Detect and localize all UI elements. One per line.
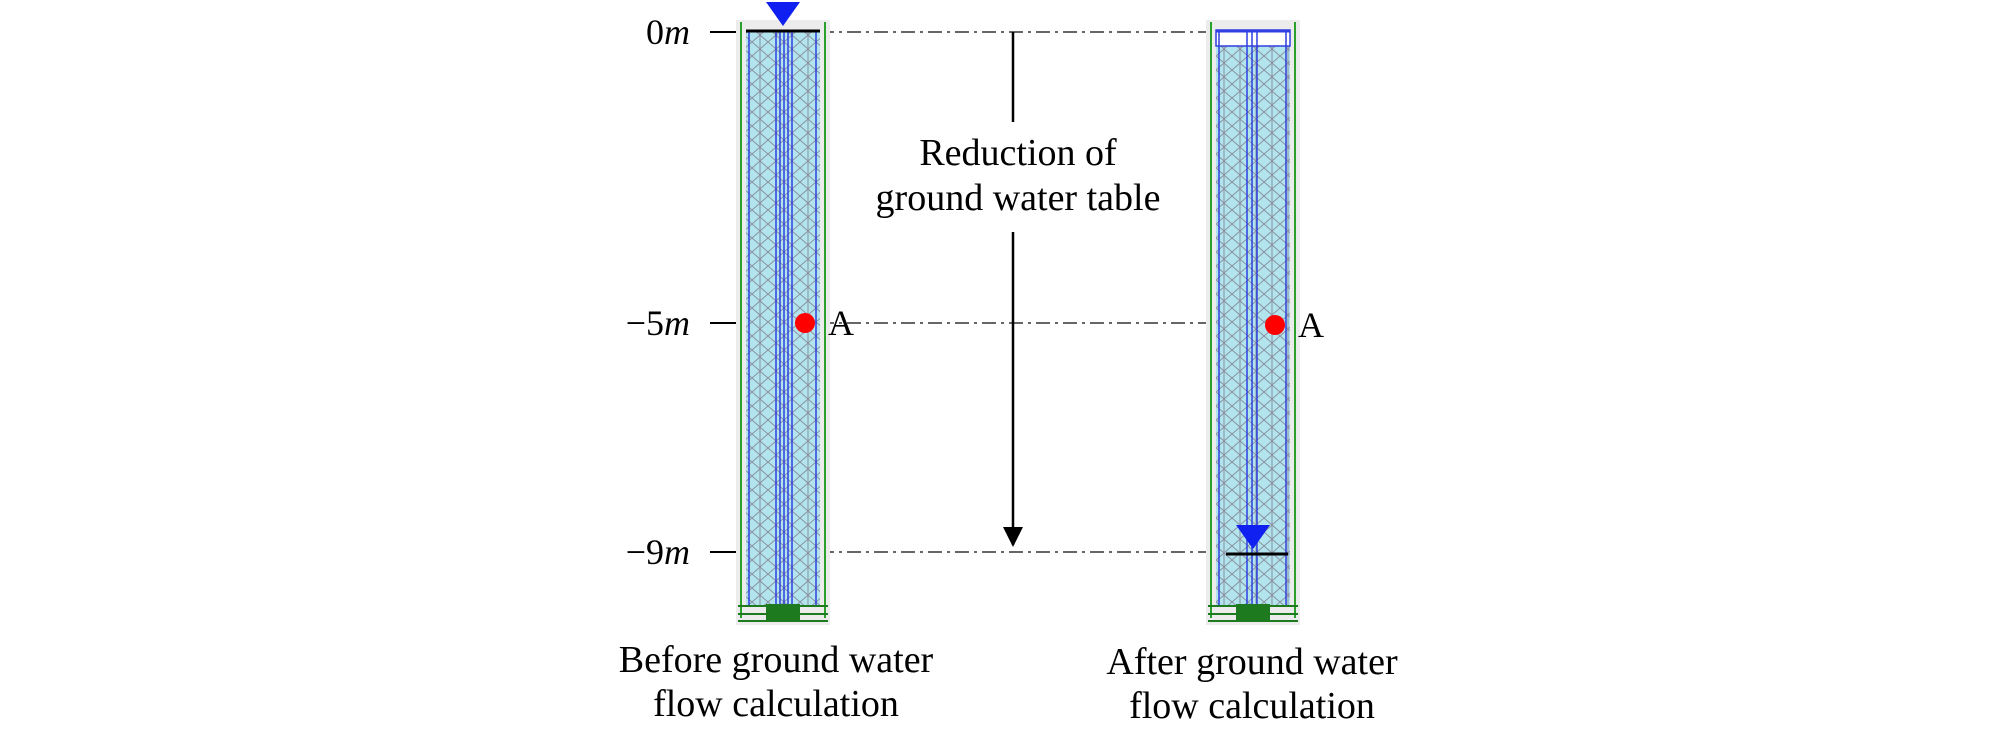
base-plate-before <box>766 604 800 620</box>
depth-axis: 0m −5m −9m <box>626 12 737 572</box>
point-a-label-after: A <box>1298 305 1324 345</box>
depth-label-5m: −5m <box>626 303 690 343</box>
soil-column-before: A <box>736 2 854 625</box>
base-plate-after <box>1236 604 1270 620</box>
caption-after-line2: flow calculation <box>1129 685 1375 725</box>
reference-lines <box>820 31 1292 553</box>
mesh-verticals-before <box>748 30 817 605</box>
caption-after-line1: After ground water <box>1106 641 1398 683</box>
point-a-label-before: A <box>828 303 854 343</box>
water-table-marker-before <box>766 2 800 26</box>
point-a-after <box>1265 315 1285 335</box>
caption-before-line1: Before ground water <box>619 639 934 681</box>
caption-before-line2: flow calculation <box>653 683 899 725</box>
reduction-annotation-line2: ground water table <box>876 177 1161 219</box>
soil-column-after: A <box>1206 20 1324 625</box>
boundary-lines-before <box>740 22 826 618</box>
mesh-verticals-after <box>1218 30 1287 605</box>
depth-label-0m: 0m <box>646 12 690 52</box>
water-table-marker-after <box>1236 525 1270 549</box>
depth-label-9m: −9m <box>626 532 690 572</box>
reduction-annotation-line1: Reduction of <box>919 132 1117 174</box>
point-a-before <box>795 313 815 333</box>
boundary-lines-after <box>1210 22 1296 618</box>
